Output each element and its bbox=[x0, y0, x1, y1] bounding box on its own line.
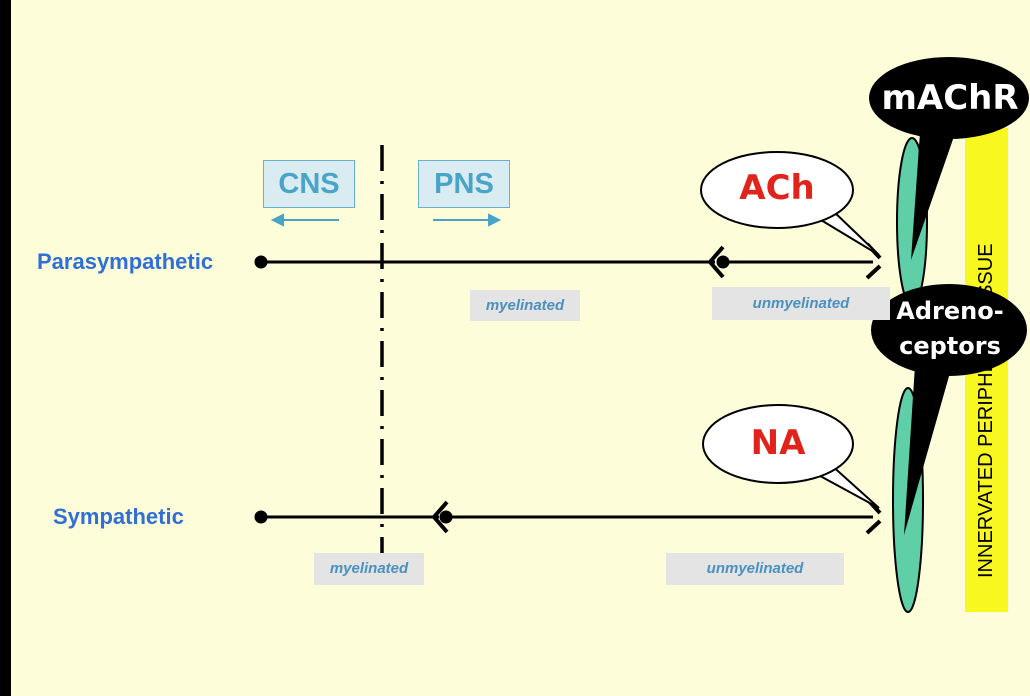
pns-arrow bbox=[433, 213, 502, 227]
machr-text: mAChR bbox=[881, 78, 1019, 118]
diagram-canvas bbox=[254, 57, 1029, 613]
parasympathetic-postganglionic-fiber bbox=[716, 242, 882, 280]
symp-myelinated-tag: myelinated bbox=[314, 553, 424, 585]
machr-bubble bbox=[869, 57, 1029, 260]
adrenoceptor-text-line1: Adreno- bbox=[896, 297, 1004, 325]
ach-bubble bbox=[700, 151, 880, 256]
ach-text: ACh bbox=[739, 168, 815, 208]
na-bubble bbox=[702, 404, 880, 509]
slide: INNERVATED PERIPHERAL TISSUE bbox=[11, 0, 1030, 696]
symp-unmyelinated-tag: unmyelinated bbox=[666, 553, 844, 585]
sympathetic-label: Sympathetic bbox=[53, 504, 184, 529]
na-text: NA bbox=[750, 423, 806, 463]
parasympathetic-label: Parasympathetic bbox=[37, 249, 214, 274]
para-unmyelinated-tag: unmyelinated bbox=[712, 287, 890, 320]
parasympathetic-preganglionic-fiber bbox=[254, 245, 725, 279]
cns-arrow bbox=[270, 213, 339, 227]
pns-box: PNS bbox=[418, 160, 510, 208]
sympathetic-postganglionic-fiber bbox=[439, 497, 882, 535]
cns-box: CNS bbox=[263, 160, 355, 208]
para-myelinated-tag: myelinated bbox=[470, 290, 580, 321]
adrenoceptor-bubble bbox=[871, 284, 1027, 535]
sympathetic-preganglionic-fiber bbox=[254, 500, 449, 534]
adrenoceptor-text-line2: ceptors bbox=[899, 332, 1001, 360]
